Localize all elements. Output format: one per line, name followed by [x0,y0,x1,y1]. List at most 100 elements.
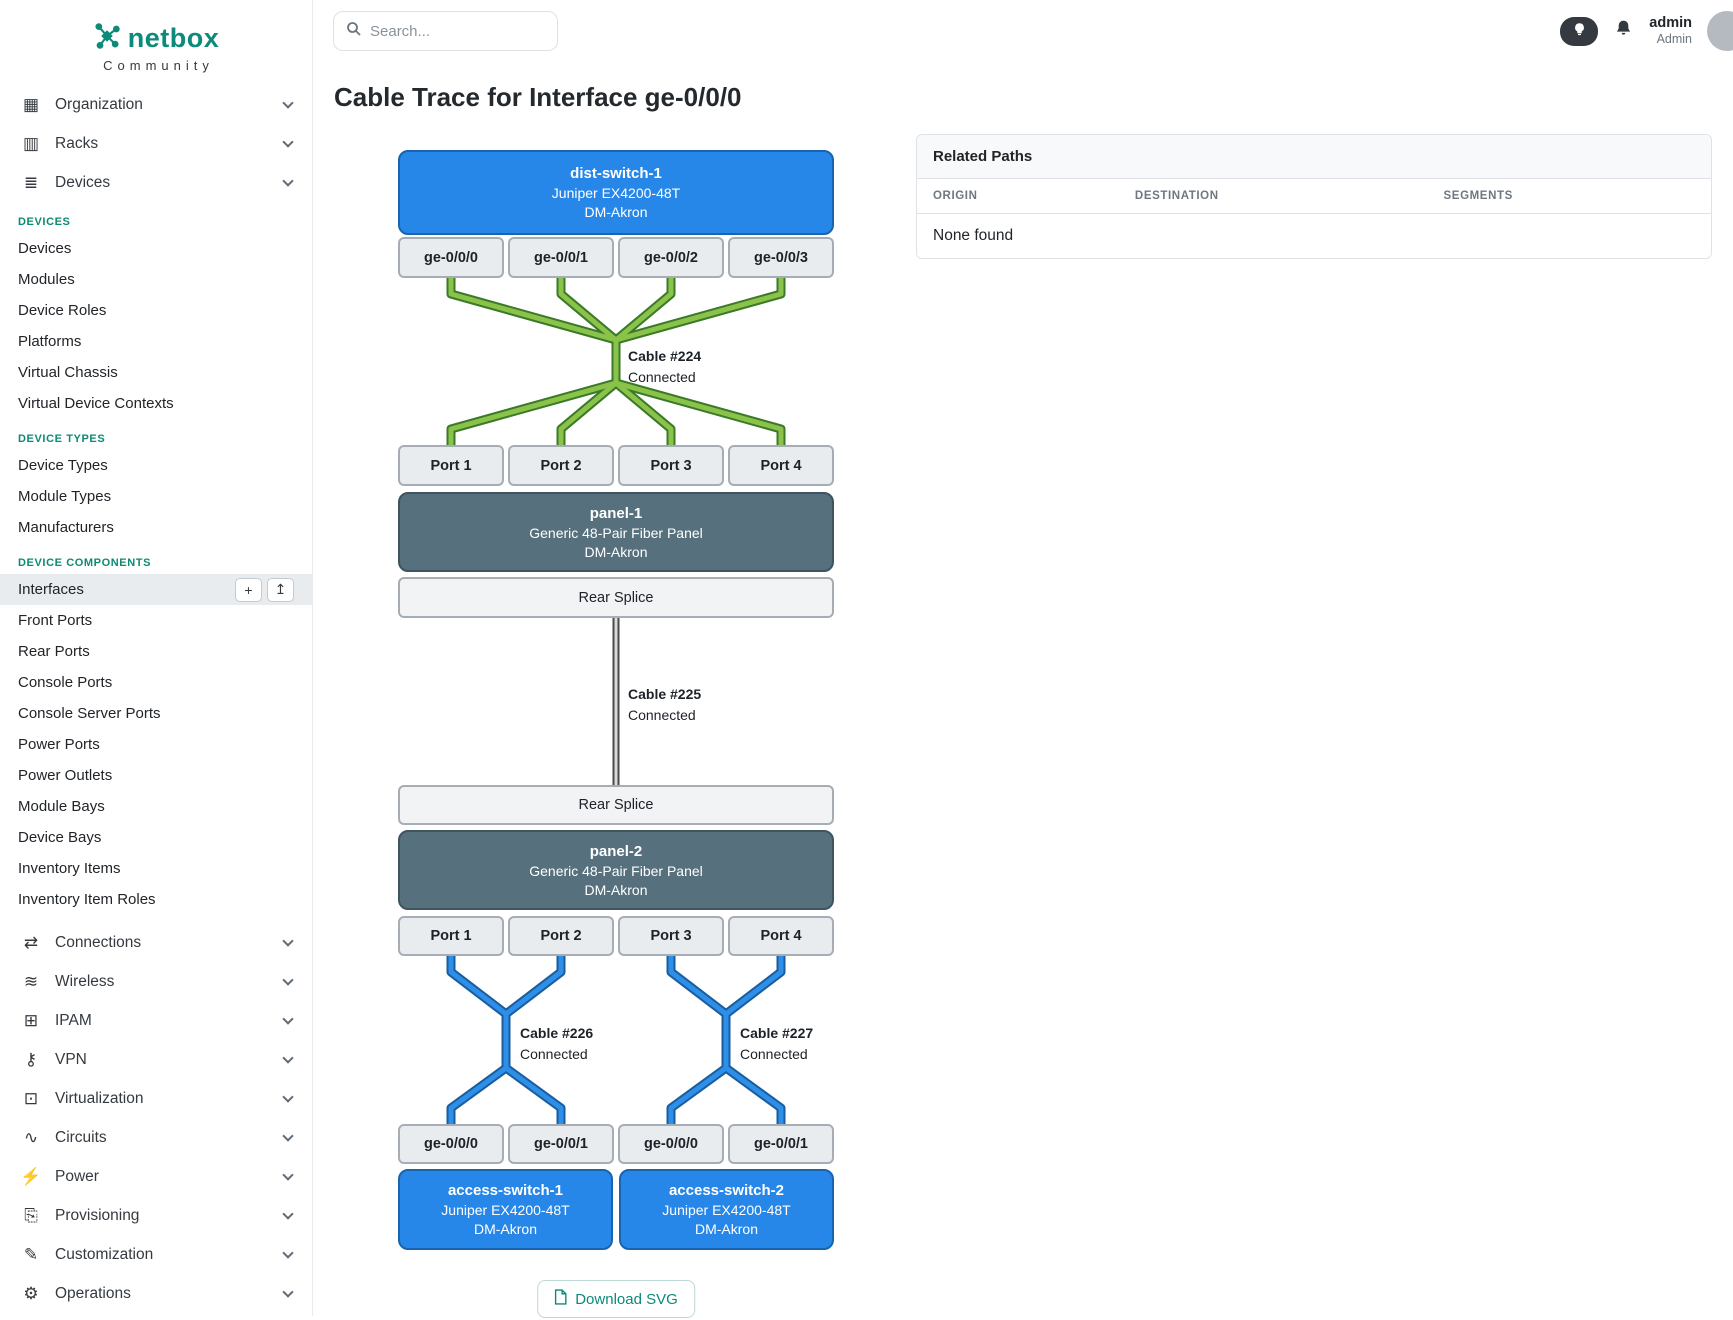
sidebar-item-power-outlets[interactable]: Power Outlets [0,760,312,791]
column-origin: ORIGIN [933,190,1135,202]
cable-status: Connected [628,705,701,726]
bell-icon[interactable] [1613,18,1634,44]
ipam-icon: ⊞ [20,1011,42,1031]
brand[interactable]: netbox Community [0,0,312,85]
interface-box-ge-0-0-0[interactable]: ge-0/0/0 [398,237,504,278]
sidebar-item-front-ports[interactable]: Front Ports [0,605,312,636]
cable-status: Connected [628,367,701,388]
sidebar-item-inventory-item-roles[interactable]: Inventory Item Roles [0,884,312,915]
search-box[interactable] [333,11,558,51]
sidebar-item-interfaces[interactable]: Interfaces + ↥ [0,574,312,605]
cable-name: Cable #227 [740,1023,813,1044]
sidebar-item-device-types[interactable]: Device Types [0,450,312,481]
sidebar-item-operations[interactable]: ⚙ Operations [0,1274,312,1313]
sidebar-item-virtual-device-contexts[interactable]: Virtual Device Contexts [0,388,312,419]
device-box-dist-switch-1[interactable]: dist-switch-1 Juniper EX4200-48T DM-Akro… [398,150,834,235]
device-box-access-switch-1[interactable]: access-switch-1 Juniper EX4200-48T DM-Ak… [398,1169,613,1250]
sidebar-item-console-ports[interactable]: Console Ports [0,667,312,698]
interface-box-as2-ge-0-0-1[interactable]: ge-0/0/1 [728,1124,834,1164]
device-site: DM-Akron [695,1221,758,1237]
user-info[interactable]: admin Admin [1649,15,1692,47]
front-port-box-port-3-panel-2[interactable]: Port 3 [618,916,724,956]
sidebar-item-platforms[interactable]: Platforms [0,326,312,357]
sidebar-item-label: Power [55,1168,99,1186]
device-model: Juniper EX4200-48T [662,1202,790,1218]
device-name: access-switch-2 [669,1182,784,1199]
sidebar-item-module-bays[interactable]: Module Bays [0,791,312,822]
front-port-box-port-2[interactable]: Port 2 [508,445,614,486]
chevron-down-icon [282,1169,293,1180]
sidebar-item-wireless[interactable]: ≋ Wireless [0,962,312,1001]
sidebar-item-ipam[interactable]: ⊞ IPAM [0,1001,312,1040]
sidebar-item-virtualization[interactable]: ⊡ Virtualization [0,1079,312,1118]
sidebar-item-virtual-chassis[interactable]: Virtual Chassis [0,357,312,388]
interface-box-ge-0-0-1[interactable]: ge-0/0/1 [508,237,614,278]
brand-name: netbox [128,23,220,54]
sidebar-item-manufacturers[interactable]: Manufacturers [0,512,312,543]
sidebar-item-label: Organization [55,96,143,114]
interface-box-as1-ge-0-0-0[interactable]: ge-0/0/0 [398,1124,504,1164]
download-svg-button[interactable]: Download SVG [537,1280,695,1318]
connections-icon: ⇄ [20,933,42,953]
file-icon [554,1289,567,1309]
column-segments: SEGMENTS [1444,190,1695,202]
customization-icon: ✎ [20,1245,42,1265]
cable-225-label[interactable]: Cable #225 Connected [628,684,701,726]
sidebar-item-provisioning[interactable]: ⎘ Provisioning [0,1196,312,1235]
sidebar-item-customization[interactable]: ✎ Customization [0,1235,312,1274]
sidebar-item-racks[interactable]: ▥ Racks [0,124,312,163]
cable-226-label[interactable]: Cable #226 Connected [520,1023,593,1065]
add-button[interactable]: + [235,578,262,602]
sidebar-item-module-types[interactable]: Module Types [0,481,312,512]
front-port-box-port-3[interactable]: Port 3 [618,445,724,486]
import-button[interactable]: ↥ [267,578,294,602]
sidebar-item-devices-group[interactable]: ≣ Devices [0,163,312,202]
device-box-panel-2[interactable]: panel-2 Generic 48-Pair Fiber Panel DM-A… [398,830,834,910]
sidebar-item-label: Racks [55,135,98,153]
sidebar-item-vpn[interactable]: ⚷ VPN [0,1040,312,1079]
sidebar-item-devices[interactable]: Devices [0,233,312,264]
front-port-box-port-2-panel-2[interactable]: Port 2 [508,916,614,956]
sidebar-item-power-ports[interactable]: Power Ports [0,729,312,760]
sidebar-item-label: Interfaces [18,574,84,605]
sidebar-item-modules[interactable]: Modules [0,264,312,295]
sidebar-item-organization[interactable]: ▦ Organization [0,85,312,124]
column-destination: DESTINATION [1135,190,1444,202]
rear-splice-box-panel-1[interactable]: Rear Splice [398,577,834,618]
chevron-down-icon [282,97,293,108]
power-icon: ⚡ [20,1167,42,1187]
sidebar-item-device-bays[interactable]: Device Bays [0,822,312,853]
empty-text: None found [933,227,1013,244]
vpn-icon: ⚷ [20,1050,42,1070]
cable-name: Cable #226 [520,1023,593,1044]
device-site: DM-Akron [584,882,647,898]
section-header-devices: DEVICES [0,202,312,233]
sidebar-item-connections[interactable]: ⇄ Connections [0,923,312,962]
sidebar-item-console-server-ports[interactable]: Console Server Ports [0,698,312,729]
sidebar-item-inventory-items[interactable]: Inventory Items [0,853,312,884]
sidebar-item-power[interactable]: ⚡ Power [0,1157,312,1196]
device-box-access-switch-2[interactable]: access-switch-2 Juniper EX4200-48T DM-Ak… [619,1169,834,1250]
device-model: Juniper EX4200-48T [441,1202,569,1218]
interface-box-as1-ge-0-0-1[interactable]: ge-0/0/1 [508,1124,614,1164]
interface-box-ge-0-0-3[interactable]: ge-0/0/3 [728,237,834,278]
rear-splice-box-panel-2[interactable]: Rear Splice [398,785,834,825]
search-input[interactable] [370,23,520,40]
circuits-icon: ∿ [20,1128,42,1148]
front-port-box-port-1-panel-2[interactable]: Port 1 [398,916,504,956]
device-box-panel-1[interactable]: panel-1 Generic 48-Pair Fiber Panel DM-A… [398,492,834,572]
section-header-device-components: DEVICE COMPONENTS [0,543,312,574]
avatar[interactable] [1707,11,1733,51]
theme-toggle-button[interactable] [1560,17,1598,46]
interface-box-as2-ge-0-0-0[interactable]: ge-0/0/0 [618,1124,724,1164]
interface-box-ge-0-0-2[interactable]: ge-0/0/2 [618,237,724,278]
front-port-box-port-1[interactable]: Port 1 [398,445,504,486]
cable-trace-diagram: dist-switch-1 Juniper EX4200-48T DM-Akro… [398,150,834,1320]
sidebar-item-circuits[interactable]: ∿ Circuits [0,1118,312,1157]
sidebar-item-rear-ports[interactable]: Rear Ports [0,636,312,667]
sidebar-item-device-roles[interactable]: Device Roles [0,295,312,326]
front-port-box-port-4[interactable]: Port 4 [728,445,834,486]
front-port-box-port-4-panel-2[interactable]: Port 4 [728,916,834,956]
cable-227-label[interactable]: Cable #227 Connected [740,1023,813,1065]
cable-224-label[interactable]: Cable #224 Connected [628,346,701,388]
